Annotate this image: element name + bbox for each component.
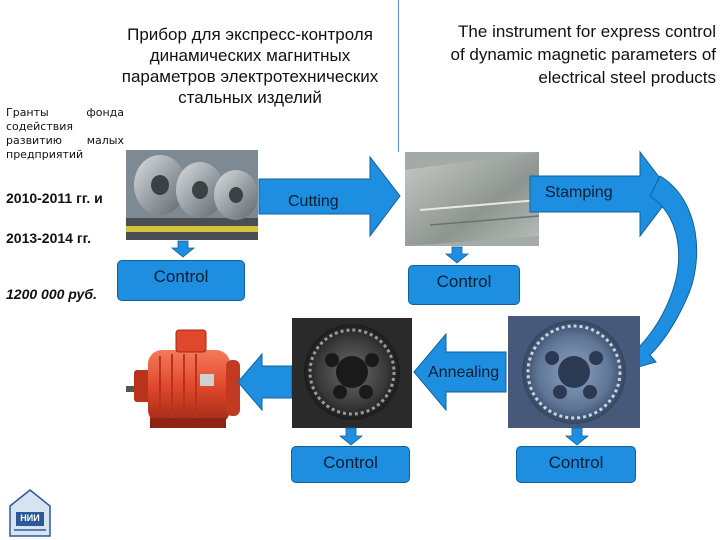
grants-line-4: предприятий: [6, 148, 84, 161]
electric-motor-photo: [126, 329, 240, 428]
university-logo: [9, 489, 51, 537]
grants-line-3: развитию малых: [6, 134, 124, 147]
logo-text: НИИ: [20, 513, 40, 523]
years-line-1: 2010-2011 гг. и: [6, 190, 103, 206]
down-arrow-2: [444, 246, 470, 264]
grants-text: Гранты фонда содействия развитию малых п…: [6, 106, 124, 162]
title-english: The instrument for express control of dy…: [450, 22, 716, 87]
grants-line-1: Гранты фонда: [6, 106, 124, 119]
down-arrow-1: [170, 240, 196, 258]
stamped-sheets-photo: [405, 152, 540, 246]
annealing-arrow: [413, 332, 507, 412]
stamping-label: Stamping: [545, 184, 613, 201]
title-russian: Прибор для экспресс-контроля динамически…: [121, 25, 379, 107]
grants-line-2: содействия: [6, 120, 74, 133]
assembly-arrow: [237, 352, 293, 412]
cutting-arrow: [258, 155, 401, 238]
annealing-label: Annealing: [428, 364, 500, 381]
stamped-disk-photo: [508, 316, 640, 428]
annealed-disk-photo: [292, 318, 412, 428]
control-box-4: Control: [516, 446, 636, 483]
control-box-2: Control: [408, 265, 520, 305]
control-box-1: Control: [117, 260, 245, 301]
down-arrow-4: [564, 427, 590, 446]
cutting-label: Cutting: [288, 193, 339, 210]
control-box-3: Control: [291, 446, 410, 483]
title-divider: [398, 0, 399, 152]
years-line-2: 2013-2014 гг.: [6, 230, 91, 246]
steel-coils-photo: [126, 150, 258, 240]
down-arrow-3: [338, 427, 364, 446]
funding-amount: 1200 000 руб.: [6, 286, 97, 302]
stamping-arrow: [529, 150, 673, 238]
